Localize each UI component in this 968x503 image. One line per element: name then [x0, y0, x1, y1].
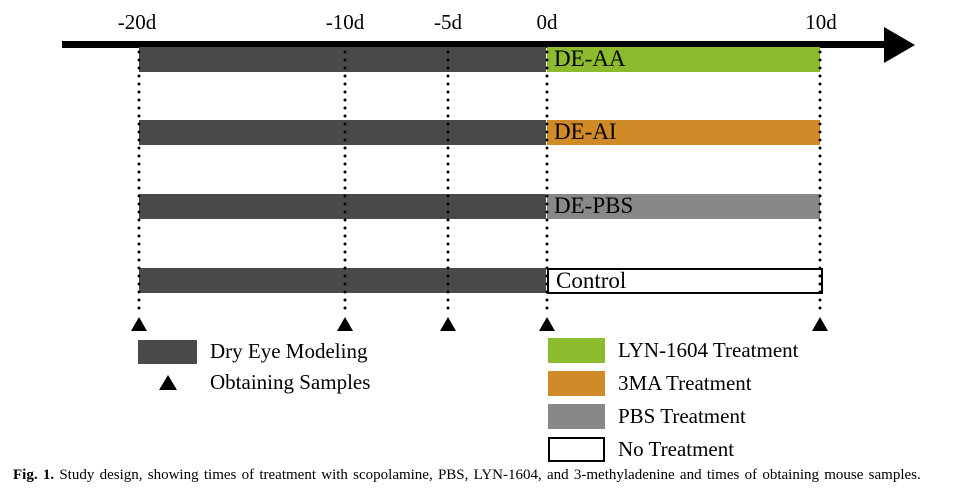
legend-label-lyn-1604: LYN-1604 Treatment — [618, 338, 799, 362]
row-label-de-aa: DE-AA — [554, 46, 626, 71]
treatment-bar-de-aa: DE-AA — [547, 47, 820, 72]
dotted-line-0d — [545, 48, 549, 312]
modeling-bar-de-aa — [139, 47, 546, 72]
tick-label-neg-20d: -20d — [117, 10, 157, 34]
figure-caption: Fig. 1. Study design, showing times of t… — [13, 466, 961, 485]
modeling-bar-de-ai — [139, 120, 546, 145]
legend-swatch-pbs — [548, 404, 605, 429]
tick-label-neg-10d: -10d — [325, 10, 365, 34]
timeline-arrowhead-icon — [884, 27, 915, 63]
sample-triangle-0d — [539, 317, 555, 331]
dotted-line-neg-5d — [446, 48, 450, 312]
legend-swatch-3ma — [548, 371, 605, 396]
dotted-line-10d — [818, 48, 822, 312]
dotted-line-neg-10d — [343, 48, 347, 312]
treatment-bar-de-pbs: DE-PBS — [547, 194, 820, 219]
tick-label-0d: 0d — [536, 10, 558, 34]
legend-triangle-icon — [159, 375, 177, 390]
legend-swatch-no-treatment — [548, 437, 605, 462]
sample-triangle-neg-10d — [337, 317, 353, 331]
caption-text: Study design, showing times of treatment… — [59, 467, 921, 483]
sample-triangle-10d — [812, 317, 828, 331]
legend-label-dry-eye-modeling: Dry Eye Modeling — [210, 339, 368, 363]
sample-triangle-neg-20d — [131, 317, 147, 331]
tick-label-neg-5d: -5d — [434, 10, 462, 34]
modeling-bar-de-pbs — [139, 194, 546, 219]
modeling-bar-control — [139, 268, 546, 293]
caption-fig-label: Fig. 1. — [13, 467, 55, 483]
legend-swatch-lyn-1604 — [548, 338, 605, 363]
row-label-de-pbs: DE-PBS — [554, 193, 634, 218]
legend-label-pbs: PBS Treatment — [618, 404, 746, 428]
legend-label-obtaining-samples: Obtaining Samples — [210, 370, 371, 394]
legend-label-no-treatment: No Treatment — [618, 437, 735, 461]
timeline-axis — [62, 41, 888, 48]
treatment-bar-de-ai: DE-AI — [547, 120, 820, 145]
row-label-control: Control — [556, 268, 627, 293]
legend-swatch-dry-eye-modeling — [138, 340, 197, 364]
row-label-de-ai: DE-AI — [554, 119, 617, 144]
tick-label-10d: 10d — [805, 10, 837, 34]
sample-triangle-neg-5d — [440, 317, 456, 331]
dotted-line-neg-20d — [137, 48, 141, 312]
treatment-bar-control: Control — [547, 268, 823, 294]
legend-label-3ma: 3MA Treatment — [618, 371, 752, 395]
